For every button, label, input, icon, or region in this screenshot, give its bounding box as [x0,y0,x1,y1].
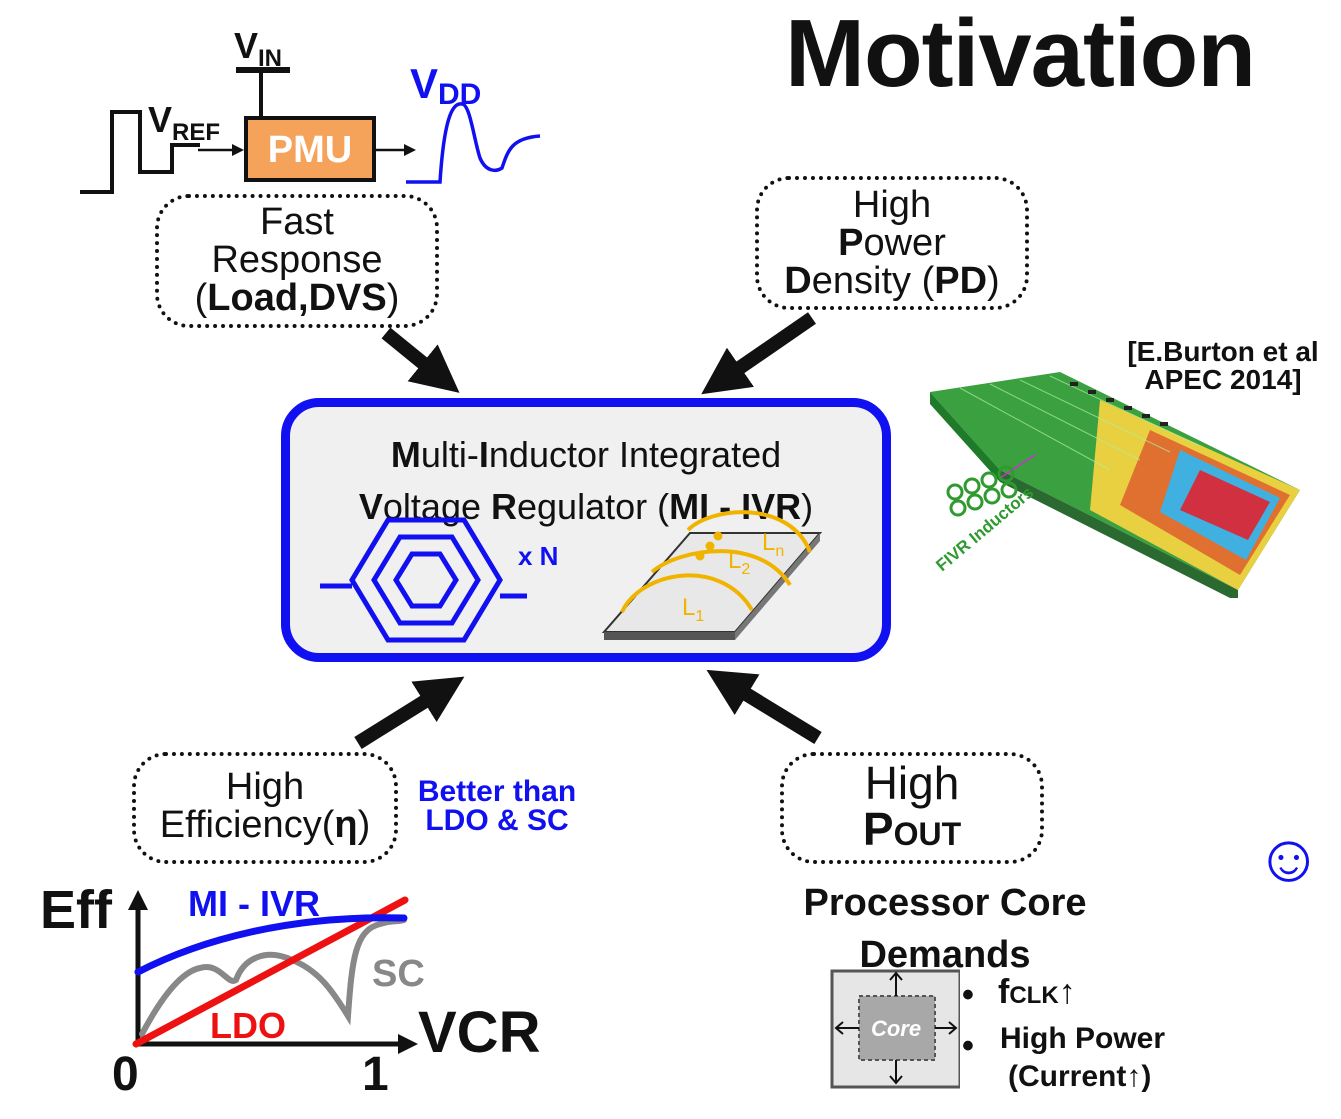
chart-ylabel: Eff [40,880,113,940]
high-power-density-box: High Power Density (PD) [755,176,1029,310]
x-tick-1: 1 [362,1048,389,1101]
core-diagram: Core [830,969,960,1089]
core-expansion-arrows [834,971,958,1085]
arrow-high-pout [706,669,822,744]
fast-response-line3: (Load,DVS) [194,277,400,319]
mi-ivr-title-line2: Voltage Regulator (MI - IVR) [358,486,814,527]
fast-response-box: Fast Response (Load,DVS) [155,194,439,328]
arrow-high-pd [701,312,816,395]
efficiency-chart: Eff VCR 0 1 SC LDO MI - IVR [40,880,540,1101]
chart-xlabel: VCR [418,1000,540,1065]
l1-label: L1 [682,594,704,625]
processor-line2: Demands [859,934,1031,976]
vref-arrow [198,144,244,156]
high-pd-line1: High [852,184,932,226]
high-power-line1: High Power [1000,1022,1166,1055]
spiral-inductor-icon [320,517,527,643]
fivr-inductor-coils [946,465,1018,517]
bullet-2: • [962,1027,974,1065]
processor-line1: Processor Core [803,882,1087,924]
better-than-line2: LDO & SC [425,804,569,837]
series-line-ldo [132,896,409,1048]
arrow-high-eff [354,676,465,749]
ln-label: Ln [762,529,784,560]
series-label-sc: SC [372,953,425,995]
pmu-output-arrow [374,144,416,156]
high-pd-line2: Power [838,222,946,264]
vref-step-waveform [80,110,200,194]
high-eff-line2: Efficiency(η) [159,804,371,846]
smiley-icon: ☺ [1254,820,1324,896]
x-axis-arrowhead [398,1034,418,1054]
reference-citation: [E.Burton et al APEC 2014] [1105,338,1341,394]
mi-ivr-box: Multi-Inductor Integrated Voltage Regula… [281,398,891,662]
high-power-item: High Power (Current↑) [1000,1020,1165,1096]
mi-ivr-title-line1: Multi-Inductor Integrated [390,434,782,475]
l2-label: L2 [728,547,750,578]
series-label-mi-ivr: MI - IVR [188,883,320,924]
reference-line2: APEC 2014] [1144,364,1302,395]
chart-series: SC LDO MI - IVR [132,883,425,1048]
pmu-label: PMU [268,129,352,171]
high-pd-line3: Density (PD) [784,260,1000,302]
better-than-line1: Better than [417,775,577,808]
fast-response-line2: Response [211,239,383,281]
pmu-block [244,116,376,182]
mi-ivr-title: Multi-Inductor Integrated Voltage Regula… [290,429,882,533]
high-eff-line1: High [225,766,305,808]
high-pout-line1: High [864,757,960,809]
mi-ivr-illustrations: x N L1 L2 Ln [320,510,823,643]
series-label-ldo: LDO [210,1005,286,1046]
processor-demands-heading: Processor Core Demands [760,877,1130,981]
better-than-note: Better than LDO & SC [412,775,582,837]
x-tick-0: 0 [112,1048,139,1101]
high-efficiency-box: High Efficiency(η) [132,752,398,864]
high-pout-line2: POUT [862,803,962,855]
core-label: Core [871,1016,921,1041]
vdd-waveform [406,102,541,184]
reference-line1: [E.Burton et al [1127,336,1319,367]
pmu-schematic: VREF VIN PMU VDD [80,25,541,194]
high-pout-box: High POUT [780,752,1044,864]
fivr-chip-image: FIVR Inductors [930,372,1300,598]
y-axis-arrowhead [128,890,148,910]
high-power-line2: (Current↑) [1008,1060,1152,1093]
vin-rail [236,67,290,118]
bullet-1: • [962,976,974,1014]
vref-label: VREF [148,99,220,146]
series-line-mi-ivr [134,914,408,976]
vin-label: VIN [234,25,282,72]
arrow-fast-response [381,327,460,393]
times-n-label: x N [518,541,558,571]
page-title: Motivation [785,0,1256,107]
vdd-label: VDD [410,60,481,111]
multi-inductor-board-icon [601,510,823,640]
fast-response-line1: Fast [260,201,334,243]
fclk-item: fCLK↑ [998,973,1076,1011]
